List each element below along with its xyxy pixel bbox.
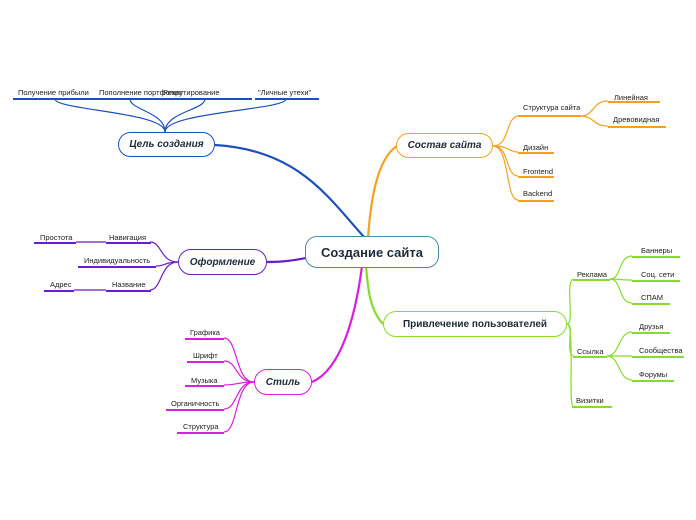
design-navigation-simplicity-underline: [34, 242, 76, 244]
branch-goal[interactable]: Цель создания: [118, 132, 215, 157]
connector-composition: [366, 145, 398, 239]
branch-design-label: Оформление: [189, 256, 256, 268]
branch-composition-label: Состав сайта: [407, 140, 482, 151]
goal-item-profit[interactable]: Получение прибыли: [18, 88, 89, 97]
users-connectors: [566, 255, 633, 407]
users-ads-spam[interactable]: СПАМ: [641, 293, 664, 302]
composition-connectors: [492, 100, 609, 201]
composition-structure[interactable]: Структура сайта: [523, 103, 581, 112]
composition-item-design-underline: [518, 152, 554, 154]
goal-connectors: [54, 98, 287, 133]
root-label: Создание сайта: [321, 244, 423, 260]
design-individuality[interactable]: Индивидуальность: [84, 256, 151, 265]
design-name-address[interactable]: Адрес: [50, 280, 72, 289]
style-item-structure[interactable]: Структура: [183, 422, 219, 431]
goal-item-portfolio-underline: [95, 98, 160, 100]
goal-item-recruiting-underline: [160, 98, 252, 100]
users-ads[interactable]: Реклама: [577, 270, 608, 279]
style-item-music[interactable]: Музыка: [191, 376, 218, 385]
branch-style[interactable]: Стиль: [254, 369, 312, 395]
goal-item-personal[interactable]: "Личные утехи": [258, 88, 312, 97]
users-ads-spam-underline: [632, 303, 670, 305]
composition-item-backend-underline: [518, 200, 554, 202]
branch-composition[interactable]: Состав сайта: [396, 133, 493, 158]
design-name-address-underline: [44, 290, 74, 292]
composition-item-design[interactable]: Дизайн: [523, 143, 549, 152]
goal-item-personal-underline: [255, 98, 319, 100]
users-link-communities[interactable]: Сообщества: [639, 346, 683, 355]
branch-users-label: Привлечение пользователей: [402, 318, 548, 330]
composition-structure-linear[interactable]: Линейная: [614, 93, 648, 102]
connector-users: [364, 265, 384, 325]
goal-item-portfolio[interactable]: Пополнение портфолио: [99, 88, 183, 97]
design-name[interactable]: Название: [112, 280, 146, 289]
design-individuality-underline: [78, 266, 156, 268]
composition-item-frontend[interactable]: Frontend: [523, 167, 554, 176]
style-item-font[interactable]: Шрифт: [193, 351, 218, 360]
connector-goal: [214, 143, 366, 239]
composition-structure-underline: [518, 115, 581, 117]
goal-item-recruiting[interactable]: Рекрутирование: [163, 88, 220, 97]
style-item-graphics[interactable]: Графика: [190, 328, 220, 337]
root-node[interactable]: Создание сайта: [305, 236, 439, 268]
users-link-friends-underline: [632, 332, 670, 334]
design-navigation-underline: [106, 242, 151, 244]
branch-design[interactable]: Оформление: [178, 249, 267, 275]
users-ads-social-underline: [632, 280, 680, 282]
style-item-organic[interactable]: Органичность: [171, 399, 220, 408]
design-connectors: [74, 241, 179, 291]
branch-goal-label: Цель создания: [129, 139, 204, 150]
users-link[interactable]: Ссылка: [577, 347, 604, 356]
users-ads-banners[interactable]: Баннеры: [641, 246, 673, 255]
style-item-font-underline: [187, 361, 224, 363]
style-connectors: [223, 337, 255, 433]
users-cards[interactable]: Визитки: [576, 396, 604, 405]
users-cards-underline: [572, 406, 612, 408]
composition-structure-linear-underline: [608, 101, 660, 103]
goal-item-profit-underline: [13, 98, 95, 100]
composition-structure-tree-underline: [608, 126, 666, 128]
users-ads-underline: [573, 279, 610, 281]
style-item-structure-underline: [177, 432, 224, 434]
style-item-organic-underline: [166, 409, 224, 411]
design-navigation[interactable]: Навигация: [109, 233, 147, 242]
composition-structure-tree[interactable]: Древовидная: [613, 115, 660, 124]
users-ads-social[interactable]: Соц. сети: [641, 270, 675, 279]
composition-item-frontend-underline: [518, 176, 554, 178]
connector-design: [266, 256, 307, 264]
connector-style: [311, 265, 364, 384]
users-link-forums-underline: [632, 380, 674, 382]
branch-style-label: Стиль: [265, 376, 301, 388]
users-link-friends[interactable]: Друзья: [639, 322, 664, 331]
style-item-graphics-underline: [185, 338, 224, 340]
users-link-forums[interactable]: Форумы: [639, 370, 668, 379]
users-link-underline: [573, 356, 607, 358]
branch-users[interactable]: Привлечение пользователей: [383, 311, 567, 337]
design-name-underline: [106, 290, 151, 292]
composition-item-backend[interactable]: Backend: [523, 189, 553, 198]
users-ads-banners-underline: [632, 256, 680, 258]
users-link-communities-underline: [632, 356, 684, 358]
style-item-music-underline: [185, 385, 224, 387]
design-navigation-simplicity[interactable]: Простота: [40, 233, 73, 242]
